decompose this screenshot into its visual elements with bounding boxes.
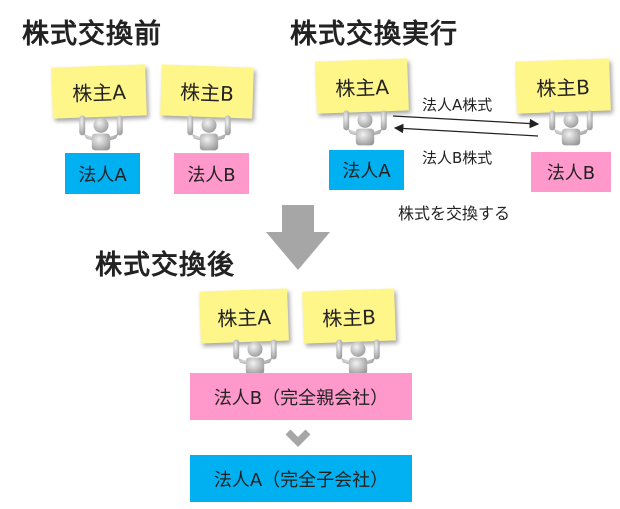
- corp-a-exec: 法人A: [329, 150, 404, 190]
- down-arrow-icon: [266, 205, 330, 270]
- heading-execution: 株式交換実行: [290, 19, 458, 50]
- exchange-caption: 株式を交換する: [398, 204, 511, 223]
- corp-b-before: 法人B: [174, 153, 249, 194]
- arrow-a-to-b: [392, 115, 540, 129]
- heading-before: 株式交換前: [22, 19, 162, 50]
- corp-a-subsidiary: 法人A（完全子会社）: [190, 455, 412, 502]
- chevron-down-icon: [285, 429, 311, 447]
- corp-b-exec: 法人B: [531, 152, 611, 192]
- corp-b-parent: 法人B（完全親会社）: [190, 373, 412, 420]
- corp-a-before: 法人A: [65, 153, 140, 194]
- person-icon: [230, 334, 280, 378]
- label-a-shares: 法人A株式: [422, 96, 493, 114]
- heading-after: 株式交換後: [95, 250, 235, 281]
- arrow-b-to-a: [393, 123, 539, 137]
- person-icon: [333, 334, 383, 378]
- label-b-shares: 法人B株式: [422, 149, 493, 167]
